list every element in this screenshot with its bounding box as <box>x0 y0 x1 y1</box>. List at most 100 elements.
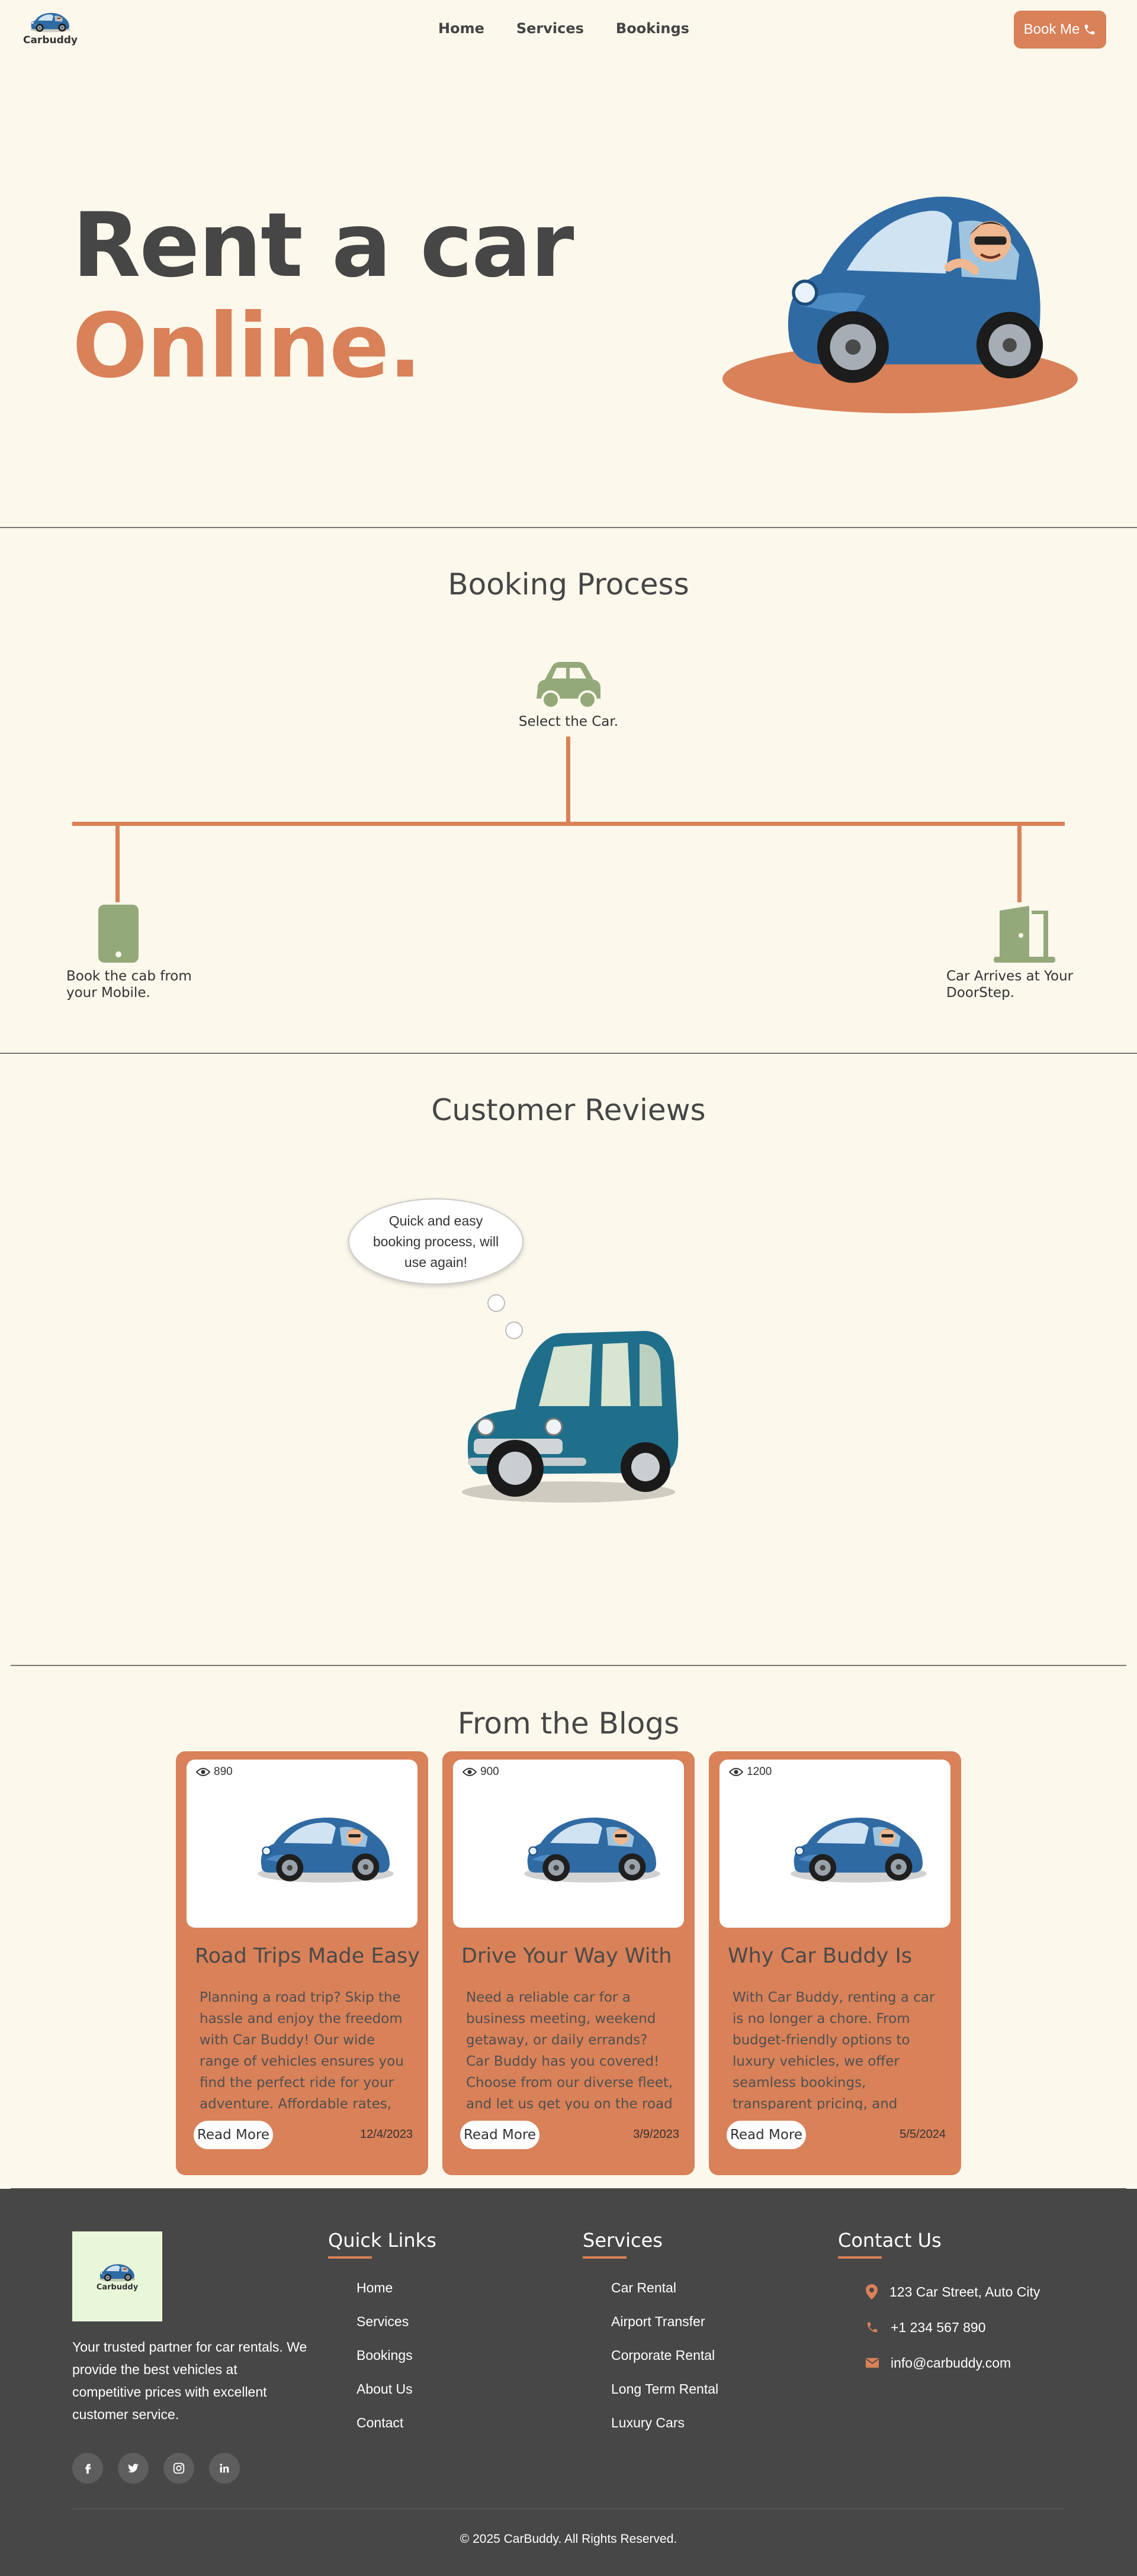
step-book-mobile-line2: your Mobile. <box>66 985 150 1001</box>
review-bubble: Quick and easy booking process, will use… <box>348 1198 523 1285</box>
footer-about: Your trusted partner for car rentals. We… <box>72 2339 307 2422</box>
blog-excerpt: Need a reliable car for a business meeti… <box>466 1990 673 2110</box>
instagram-icon <box>173 2462 185 2474</box>
contact-email-text: info@carbuddy.com <box>891 2355 1011 2371</box>
read-more-button[interactable]: Read More <box>194 2121 273 2149</box>
blogs-title: From the Blogs <box>457 1706 680 1741</box>
logo-text: Carbuddy <box>23 34 78 46</box>
blog-image: 900 <box>453 1760 684 1928</box>
view-count: 890 <box>196 1765 233 1779</box>
blog-car-image <box>790 1817 927 1883</box>
step-book-mobile: Book the cab from your Mobile. <box>66 969 192 1001</box>
service-corporate-rental[interactable]: Corporate Rental <box>611 2347 715 2363</box>
blog-title[interactable]: Why Car Buddy Is <box>728 1944 913 1968</box>
thought-dot <box>505 1321 523 1339</box>
services-title: Services <box>583 2229 663 2252</box>
eye-icon <box>729 1768 743 1776</box>
heading-underline <box>328 2256 372 2259</box>
blog-excerpt: With Car Buddy, renting a car is no long… <box>733 1990 935 2110</box>
footer-link-home[interactable]: Home <box>356 2280 393 2295</box>
mobile-icon <box>98 905 139 963</box>
contact-address-text: 123 Car Street, Auto City <box>889 2284 1040 2300</box>
service-airport-transfer[interactable]: Airport Transfer <box>611 2314 705 2329</box>
phone-icon <box>867 2322 878 2333</box>
blog-card[interactable]: 900 Drive Your Way With Need a reliable … <box>442 1751 695 2175</box>
quick-links-list: Home Services Bookings About Us Contact <box>356 2279 413 2448</box>
review-car-image <box>461 1330 679 1504</box>
services-list: Car Rental Airport Transfer Corporate Re… <box>611 2279 718 2448</box>
linkedin-link[interactable] <box>209 2453 240 2484</box>
footer-link-contact[interactable]: Contact <box>356 2415 404 2430</box>
blog-card[interactable]: 890 Road Trips Made Easy Planning a road… <box>176 1751 428 2175</box>
nav-home[interactable]: Home <box>438 20 484 37</box>
twitter-link[interactable] <box>118 2453 149 2484</box>
facebook-icon <box>85 2464 91 2474</box>
instagram-link[interactable] <box>163 2453 194 2484</box>
timeline-connector <box>115 824 120 902</box>
service-luxury-cars[interactable]: Luxury Cars <box>611 2415 685 2430</box>
blog-excerpt: Planning a road trip? Skip the hassle an… <box>200 1990 404 2110</box>
blog-date: 3/9/2023 <box>633 2128 679 2141</box>
nav-bookings[interactable]: Bookings <box>615 20 689 37</box>
blog-title[interactable]: Road Trips Made Easy <box>195 1944 420 1968</box>
service-car-rental[interactable]: Car Rental <box>611 2280 676 2295</box>
section-divider <box>11 1665 1126 1666</box>
timeline-connector <box>1017 824 1022 902</box>
blog-date: 5/5/2024 <box>900 2128 946 2141</box>
map-pin-icon <box>866 2284 878 2300</box>
footer-logo[interactable]: Carbuddy <box>72 2231 162 2321</box>
contact-title: Contact Us <box>838 2229 942 2252</box>
phone-icon <box>1085 24 1095 35</box>
step-select-car: Select the Car. <box>518 714 619 729</box>
blog-date: 12/4/2023 <box>360 2128 413 2141</box>
car-logo-icon <box>99 2263 136 2282</box>
hero-car-image <box>722 197 1078 413</box>
footer-link-bookings[interactable]: Bookings <box>356 2347 413 2363</box>
main-nav: Home Services Bookings <box>438 20 689 37</box>
linkedin-icon <box>220 2464 229 2473</box>
hero-title-line2: Online. <box>72 295 422 398</box>
step-car-arrives: Car Arrives at Your DoorStep. <box>946 969 1073 1001</box>
section-divider <box>0 527 1137 528</box>
blog-car-image <box>523 1817 661 1883</box>
timeline-line <box>72 822 1065 826</box>
logo[interactable]: Carbuddy <box>23 8 78 51</box>
car-icon <box>537 662 600 709</box>
view-count-value: 900 <box>480 1765 499 1778</box>
quick-links-title: Quick Links <box>328 2229 436 2252</box>
step-car-arrives-line2: DoorStep. <box>946 985 1014 1001</box>
heading-underline <box>838 2256 882 2259</box>
heading-underline <box>583 2256 627 2259</box>
copyright: © 2025 CarBuddy. All Rights Reserved. <box>460 2532 677 2546</box>
blog-car-image <box>257 1817 394 1883</box>
blog-image: 1200 <box>720 1760 950 1928</box>
blog-title[interactable]: Drive Your Way With <box>461 1944 672 1968</box>
timeline-connector <box>566 737 570 824</box>
blog-card[interactable]: 1200 Why Car Buddy Is With Car Buddy, re… <box>709 1751 961 2175</box>
twitter-icon <box>127 2464 139 2473</box>
footer: Carbuddy Your trusted partner for car re… <box>0 2189 1137 2576</box>
footer-link-services[interactable]: Services <box>356 2314 409 2329</box>
book-me-label: Book Me <box>1023 21 1080 37</box>
book-me-button[interactable]: Book Me <box>1014 11 1106 49</box>
footer-logo-text: Carbuddy <box>96 2282 139 2292</box>
customer-reviews-title: Customer Reviews <box>431 1093 706 1127</box>
facebook-link[interactable] <box>72 2453 103 2484</box>
eye-icon <box>462 1768 477 1776</box>
view-count-value: 1200 <box>747 1765 772 1778</box>
read-more-button[interactable]: Read More <box>460 2121 539 2149</box>
contact-email[interactable]: info@carbuddy.com <box>866 2345 1040 2381</box>
nav-services[interactable]: Services <box>516 20 584 37</box>
thought-dot <box>487 1294 505 1312</box>
service-long-term-rental[interactable]: Long Term Rental <box>611 2381 719 2397</box>
booking-process-title: Booking Process <box>448 567 689 602</box>
footer-link-about[interactable]: About Us <box>356 2381 413 2397</box>
contact-address: 123 Car Street, Auto City <box>866 2274 1040 2310</box>
hero-title-line1: Rent a car <box>72 194 574 297</box>
view-count-value: 890 <box>214 1765 233 1778</box>
contact-phone-text: +1 234 567 890 <box>891 2319 986 2335</box>
contact-list: 123 Car Street, Auto City +1 234 567 890… <box>866 2274 1040 2381</box>
read-more-button[interactable]: Read More <box>727 2121 806 2149</box>
section-divider <box>0 1053 1137 1054</box>
contact-phone[interactable]: +1 234 567 890 <box>866 2310 1040 2345</box>
